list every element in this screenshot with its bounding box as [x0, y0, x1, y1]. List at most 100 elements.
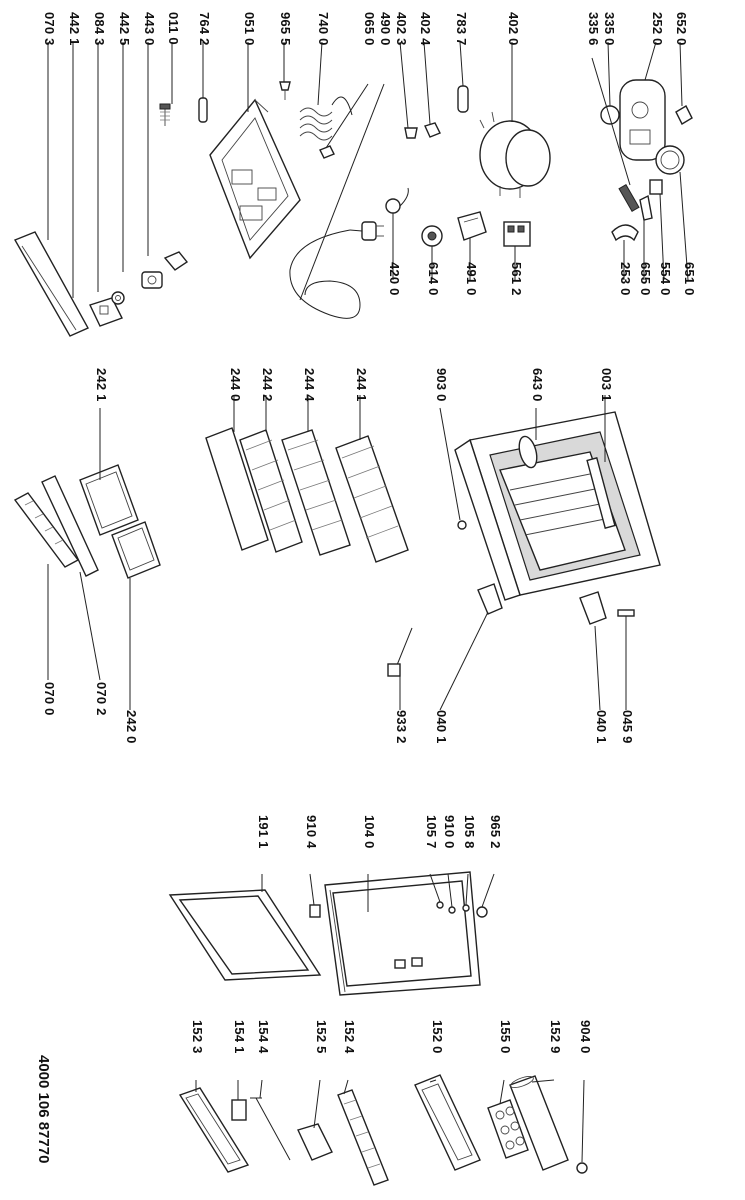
callout-910-4: 910 4	[304, 815, 319, 849]
callout-244-2: 244 2	[260, 368, 275, 402]
callout-070-2: 070 2	[94, 682, 109, 716]
fastener-965-5	[279, 81, 291, 100]
callout-104-0: 104 0	[362, 815, 377, 849]
callout-152-3: 152 3	[190, 1020, 205, 1054]
callout-011-0: 011 0	[166, 12, 181, 45]
callout-244-4: 244 4	[302, 368, 317, 402]
bottle-holder-152-9	[509, 1075, 569, 1171]
callout-442-1: 442 1	[67, 12, 82, 46]
screw-011-0	[159, 103, 171, 126]
capillary-335-6	[618, 184, 640, 212]
callout-903-0: 903 0	[434, 368, 449, 402]
rack-152-4	[337, 1089, 389, 1186]
box-242-1	[79, 464, 139, 536]
callout-244-0: 244 0	[228, 368, 243, 402]
callout-933-2: 933 2	[394, 710, 409, 744]
holder-152-5	[297, 1123, 333, 1161]
tray-051-0	[209, 98, 301, 260]
clip-402-4	[424, 122, 441, 138]
callout-764-2: 764 2	[197, 12, 212, 46]
hinge-040-1-upper	[579, 591, 607, 625]
callout-155-0: 155 0	[498, 1020, 513, 1054]
probe-933-2	[387, 627, 413, 677]
callout-651-0: 651 0	[682, 262, 697, 296]
leader-lines-shelves	[195, 1079, 585, 1163]
callout-242-1: 242 1	[94, 368, 109, 402]
callout-191-1: 191 1	[256, 815, 271, 849]
callout-442-5: 442 5	[117, 12, 132, 46]
document-number: 4000 106 87770	[35, 1055, 52, 1164]
cap-904-0	[576, 1162, 588, 1174]
callout-910-0: 910 0	[442, 815, 457, 849]
box-242-0	[111, 521, 161, 579]
callout-003-1: 003 1	[599, 368, 614, 402]
callout-420-0: 420 0	[387, 262, 402, 296]
callout-655-0: 655 0	[638, 262, 653, 296]
bulb-652-0	[675, 105, 693, 125]
callout-152-9: 152 9	[548, 1020, 563, 1054]
callout-105-7: 105 7	[424, 815, 439, 849]
callout-045-9: 045 9	[620, 710, 635, 744]
connector-614-0	[421, 225, 443, 247]
callout-154-1: 154 1	[232, 1020, 247, 1054]
callout-965-5: 965 5	[278, 12, 293, 46]
gasket-191-1	[168, 889, 322, 981]
balcony-152-0	[414, 1074, 481, 1171]
terminal-561-2	[503, 221, 531, 247]
callout-643-0: 643 0	[530, 368, 545, 402]
callout-070-3: 070 3	[42, 12, 57, 46]
callout-152-0: 152 0	[430, 1020, 445, 1054]
callout-105-8: 105 8	[462, 815, 477, 849]
callout-154-4: 154 4	[256, 1020, 271, 1054]
callout-152-5: 152 5	[314, 1020, 329, 1054]
part-420-0	[385, 187, 409, 214]
callout-084-3: 084 3	[92, 12, 107, 46]
callout-443-0: 443 0	[142, 12, 157, 46]
callout-040-1-b: 040 1	[594, 710, 609, 744]
relay-442-5	[141, 271, 163, 289]
callout-242-0: 242 0	[124, 710, 139, 744]
callout-402-0: 402 0	[506, 12, 521, 46]
callout-040-1-a: 040 1	[434, 710, 449, 744]
callout-402-4: 402 4	[418, 12, 433, 46]
callout-554-0: 554 0	[658, 262, 673, 296]
callout-402-3: 402 3	[394, 12, 409, 46]
clip-443-0	[163, 251, 189, 271]
cover-253-0	[611, 224, 639, 242]
leader-lines-middle	[47, 395, 627, 711]
leader-lines-top	[47, 41, 689, 301]
cable-490-0	[289, 221, 384, 319]
callout-614-0: 614 0	[426, 262, 441, 296]
callout-904-0: 904 0	[578, 1020, 593, 1054]
cabinet-003-1	[454, 411, 661, 601]
bracket-442-1	[89, 297, 123, 327]
hinge-040-1-lower	[477, 583, 503, 615]
callout-965-2: 965 2	[488, 815, 503, 849]
cover-491-0	[457, 211, 487, 241]
callout-740-0: 740 0	[316, 12, 331, 46]
shelf-244-4	[281, 429, 351, 556]
hinge-910-4	[309, 904, 321, 918]
callout-065-0: 065 0	[362, 12, 377, 46]
callout-335-6: 335 6	[586, 12, 601, 46]
switch-655-0	[639, 194, 653, 221]
callout-070-0: 070 0	[42, 682, 57, 716]
egg-tray-155-0	[487, 1099, 529, 1159]
compressor-402-0	[479, 111, 551, 198]
clip-154-1	[231, 1099, 247, 1121]
callout-490-0: 490 0	[378, 12, 393, 46]
callout-152-4: 152 4	[342, 1020, 357, 1054]
clip-402-3	[404, 127, 418, 139]
callout-335-0: 335 0	[602, 12, 617, 46]
strip-070-3	[13, 231, 89, 337]
callout-252-0: 252 0	[650, 12, 665, 46]
shelf-244-0	[205, 427, 269, 551]
callout-244-1: 244 1	[354, 368, 369, 402]
housing-252-0	[619, 79, 666, 161]
callout-253-0: 253 0	[618, 262, 633, 296]
socket-554-0	[649, 179, 663, 195]
leader-lines-door	[261, 873, 495, 912]
shelf-244-2	[239, 429, 303, 553]
shelf-152-3	[178, 1087, 250, 1173]
